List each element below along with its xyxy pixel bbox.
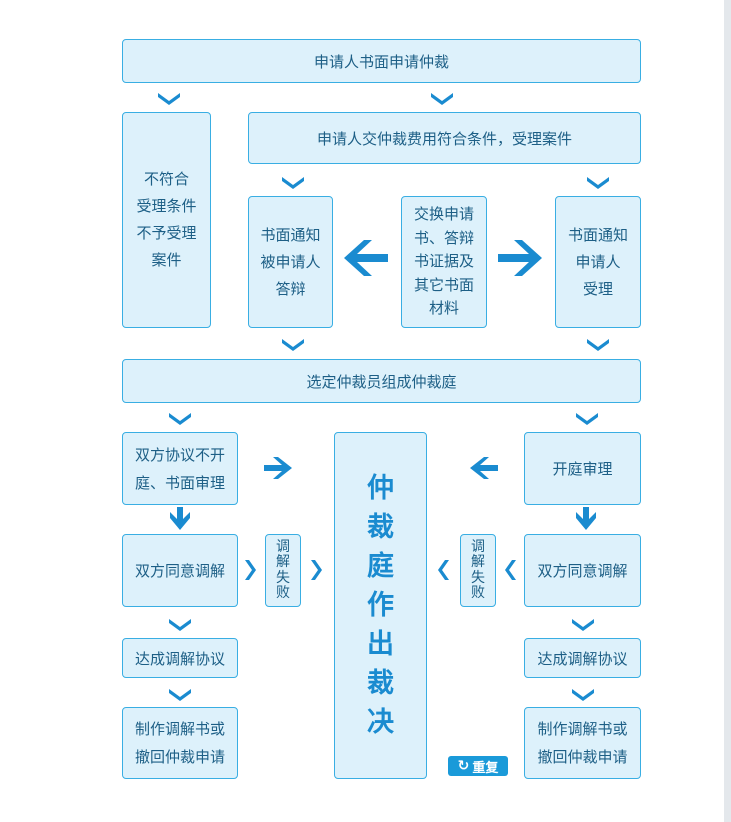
box-text-line: 双方协议不开	[134, 445, 225, 464]
box-text-line: 调	[276, 538, 290, 555]
arrow-down-icon	[576, 507, 596, 530]
chevron-down-icon	[282, 339, 304, 351]
box-text-line: 庭	[367, 551, 394, 582]
box-text-line: 决	[367, 707, 394, 738]
chevron-down-icon	[587, 177, 609, 189]
exchange-materials-box: 交换申请书、答辩书证据及其它书面材料	[401, 196, 487, 328]
award-box: 仲裁庭作出裁决	[334, 432, 427, 779]
box-text-line: 双方同意调解	[537, 562, 628, 580]
mediate-right-box: 双方同意调解	[524, 534, 641, 607]
box-text-line: 材料	[428, 299, 459, 318]
chevron-right-icon	[245, 560, 256, 580]
box-text-line: 解	[471, 554, 485, 570]
box-text-line: 申请人	[575, 252, 621, 271]
box-text-line: 案件	[151, 251, 182, 269]
arrow-right-icon	[498, 240, 542, 276]
box-text-line: 交换申请	[413, 205, 474, 224]
box-text-line: 制作调解书或	[537, 720, 628, 738]
box-text-line: 申请人书面申请仲裁	[313, 52, 449, 71]
box-text-line: 裁	[367, 512, 394, 543]
apply-box: 申请人书面申请仲裁	[122, 39, 641, 83]
box-text-line: 答辩	[275, 279, 306, 298]
box-text-line: 败	[471, 585, 485, 601]
box-text-line: 书面通知	[567, 225, 628, 244]
mediate-left-box: 双方同意调解	[122, 534, 238, 607]
hearing-box: 开庭审理	[524, 432, 641, 505]
box-text-line: 选定仲裁员组成仲裁庭	[306, 372, 457, 391]
box-text-line: 撤回仲裁申请	[134, 748, 225, 766]
final-right-box: 制作调解书或撤回仲裁申请	[524, 707, 641, 779]
box-text-line: 开庭审理	[552, 460, 613, 478]
box-text-line: 庭、书面审理	[134, 473, 225, 492]
box-text-line: 裁	[367, 668, 394, 699]
accept-box: 申请人交仲裁费用符合条件，受理案件	[248, 112, 641, 164]
chevron-down-icon	[169, 413, 191, 425]
scrollbar-track[interactable]	[724, 0, 731, 822]
chevron-down-icon	[158, 93, 180, 105]
box-text-line: 达成调解协议	[537, 649, 628, 668]
box-text-line: 申请人交仲裁费用符合条件，受理案件	[316, 129, 572, 148]
chevron-left-icon	[505, 560, 516, 580]
box-text-line: 作	[367, 590, 394, 621]
notify-applicant-box: 书面通知申请人受理	[555, 196, 641, 328]
chevron-right-icon	[311, 560, 322, 580]
arrow-left-icon	[344, 240, 388, 276]
box-text-line: 书证据及	[413, 252, 474, 271]
notify-respondent-box: 书面通知被申请人答辩	[248, 196, 333, 328]
box-text-line: 不符合	[143, 170, 189, 188]
chevron-down-icon	[572, 689, 594, 701]
chevron-down-icon	[431, 93, 453, 105]
box-text-line: 出	[367, 629, 394, 660]
chevron-down-icon	[169, 619, 191, 631]
box-text-line: 失	[471, 569, 485, 586]
box-text-line: 被申请人	[260, 252, 321, 271]
arrow-right-icon	[264, 457, 292, 479]
box-text-line: 达成调解协议	[134, 649, 225, 668]
written-review-box: 双方协议不开庭、书面审理	[122, 432, 238, 505]
replay-button[interactable]: ↻ 重复	[448, 756, 508, 776]
box-text-line: 解	[276, 554, 290, 570]
mediation-fail-right-box: 调解失败	[460, 534, 496, 607]
reject-box: 不符合受理条件不予受理案件	[122, 112, 211, 328]
box-text-line: 书面通知	[260, 225, 321, 244]
mediation-fail-left-box: 调解失败	[265, 534, 301, 607]
box-text-line: 仲	[367, 473, 394, 504]
box-text-line: 败	[276, 585, 290, 601]
box-text-line: 受理	[582, 279, 613, 298]
box-text-line: 其它书面	[413, 275, 474, 294]
chevron-down-icon	[576, 413, 598, 425]
agreement-left-box: 达成调解协议	[122, 638, 238, 678]
arrow-down-icon	[170, 507, 190, 530]
agreement-right-box: 达成调解协议	[524, 638, 641, 678]
chevron-down-icon	[587, 339, 609, 351]
chevron-left-icon	[438, 560, 449, 580]
box-text-line: 撤回仲裁申请	[537, 748, 628, 766]
box-text-line: 双方同意调解	[134, 562, 225, 580]
box-text-line: 书、答辩	[413, 228, 474, 247]
box-text-line: 制作调解书或	[134, 720, 225, 738]
replay-button-label: 重复	[472, 760, 499, 776]
refresh-icon: ↻	[457, 758, 470, 774]
box-text-line: 调	[471, 538, 485, 555]
tribunal-box: 选定仲裁员组成仲裁庭	[122, 359, 641, 403]
arrow-left-icon	[470, 457, 498, 479]
chevron-down-icon	[169, 689, 191, 701]
chevron-down-icon	[572, 619, 594, 631]
chevron-down-icon	[282, 177, 304, 189]
box-text-line: 失	[276, 569, 290, 586]
box-text-line: 不予受理	[136, 224, 197, 242]
box-text-line: 受理条件	[136, 197, 197, 215]
final-left-box: 制作调解书或撤回仲裁申请	[122, 707, 238, 779]
